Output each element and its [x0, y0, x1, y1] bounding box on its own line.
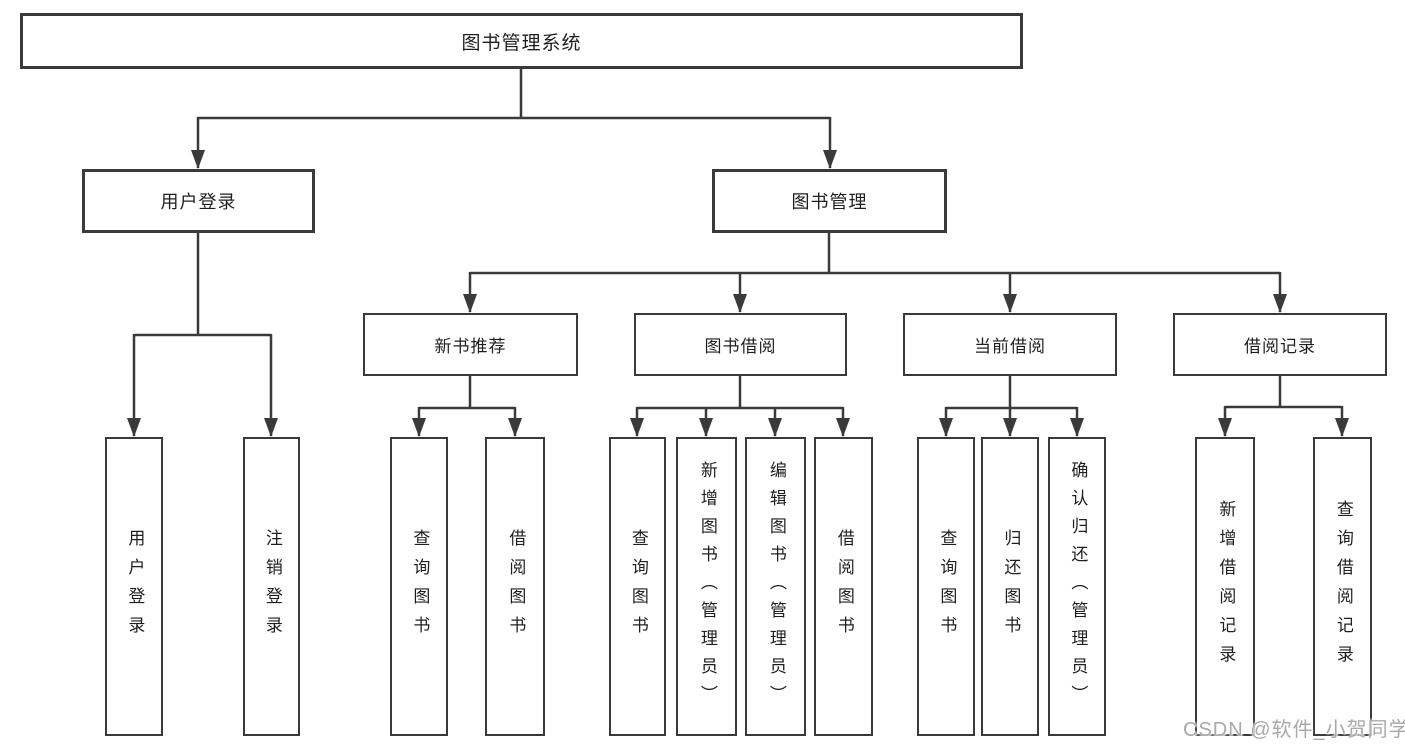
leaf-borrow-books: 借阅图书: [814, 437, 873, 736]
leaf-return-books: 归还图书: [981, 437, 1039, 736]
leaf-query-borrow-record: 查询借阅记录: [1313, 437, 1372, 736]
node-library-management-system: 图书管理系统: [20, 13, 1023, 69]
connector-borrowrecord-to-leaves: [1218, 376, 1349, 437]
connector-root-to-level2: [191, 68, 837, 169]
leaf-query-books-borrow: 查询图书: [609, 437, 666, 736]
leaf-logout: 注销登录: [243, 437, 300, 736]
node-book-management: 图书管理: [712, 169, 947, 233]
leaf-edit-book-admin: 编辑图书（管理员）: [745, 437, 806, 736]
node-user-login: 用户登录: [82, 169, 315, 233]
node-new-book-recommendation: 新书推荐: [363, 313, 578, 376]
leaf-user-login: 用户登录: [105, 437, 163, 736]
connector-bookborrow-to-leaves: [630, 376, 850, 437]
connector-newbook-to-leaves: [412, 376, 522, 437]
leaf-borrow-books-recommend: 借阅图书: [485, 437, 545, 736]
node-borrowing-records: 借阅记录: [1173, 313, 1387, 376]
leaf-confirm-return-admin: 确认归还（管理员）: [1048, 437, 1106, 736]
connector-userlogin-to-leaves: [127, 233, 278, 437]
connector-currentborrow-to-leaves: [939, 376, 1084, 437]
node-book-borrowing: 图书借阅: [634, 313, 847, 376]
leaf-add-borrow-record: 新增借阅记录: [1195, 437, 1255, 736]
leaf-query-books-current: 查询图书: [917, 437, 975, 736]
leaf-add-book-admin: 新增图书（管理员）: [676, 437, 737, 736]
csdn-watermark: CSDN @软件_小贺同学: [1183, 719, 1405, 741]
leaf-query-books-recommend: 查询图书: [390, 437, 448, 736]
connector-bookmgmt-to-level3: [463, 233, 1287, 313]
node-current-borrowing: 当前借阅: [903, 313, 1117, 376]
